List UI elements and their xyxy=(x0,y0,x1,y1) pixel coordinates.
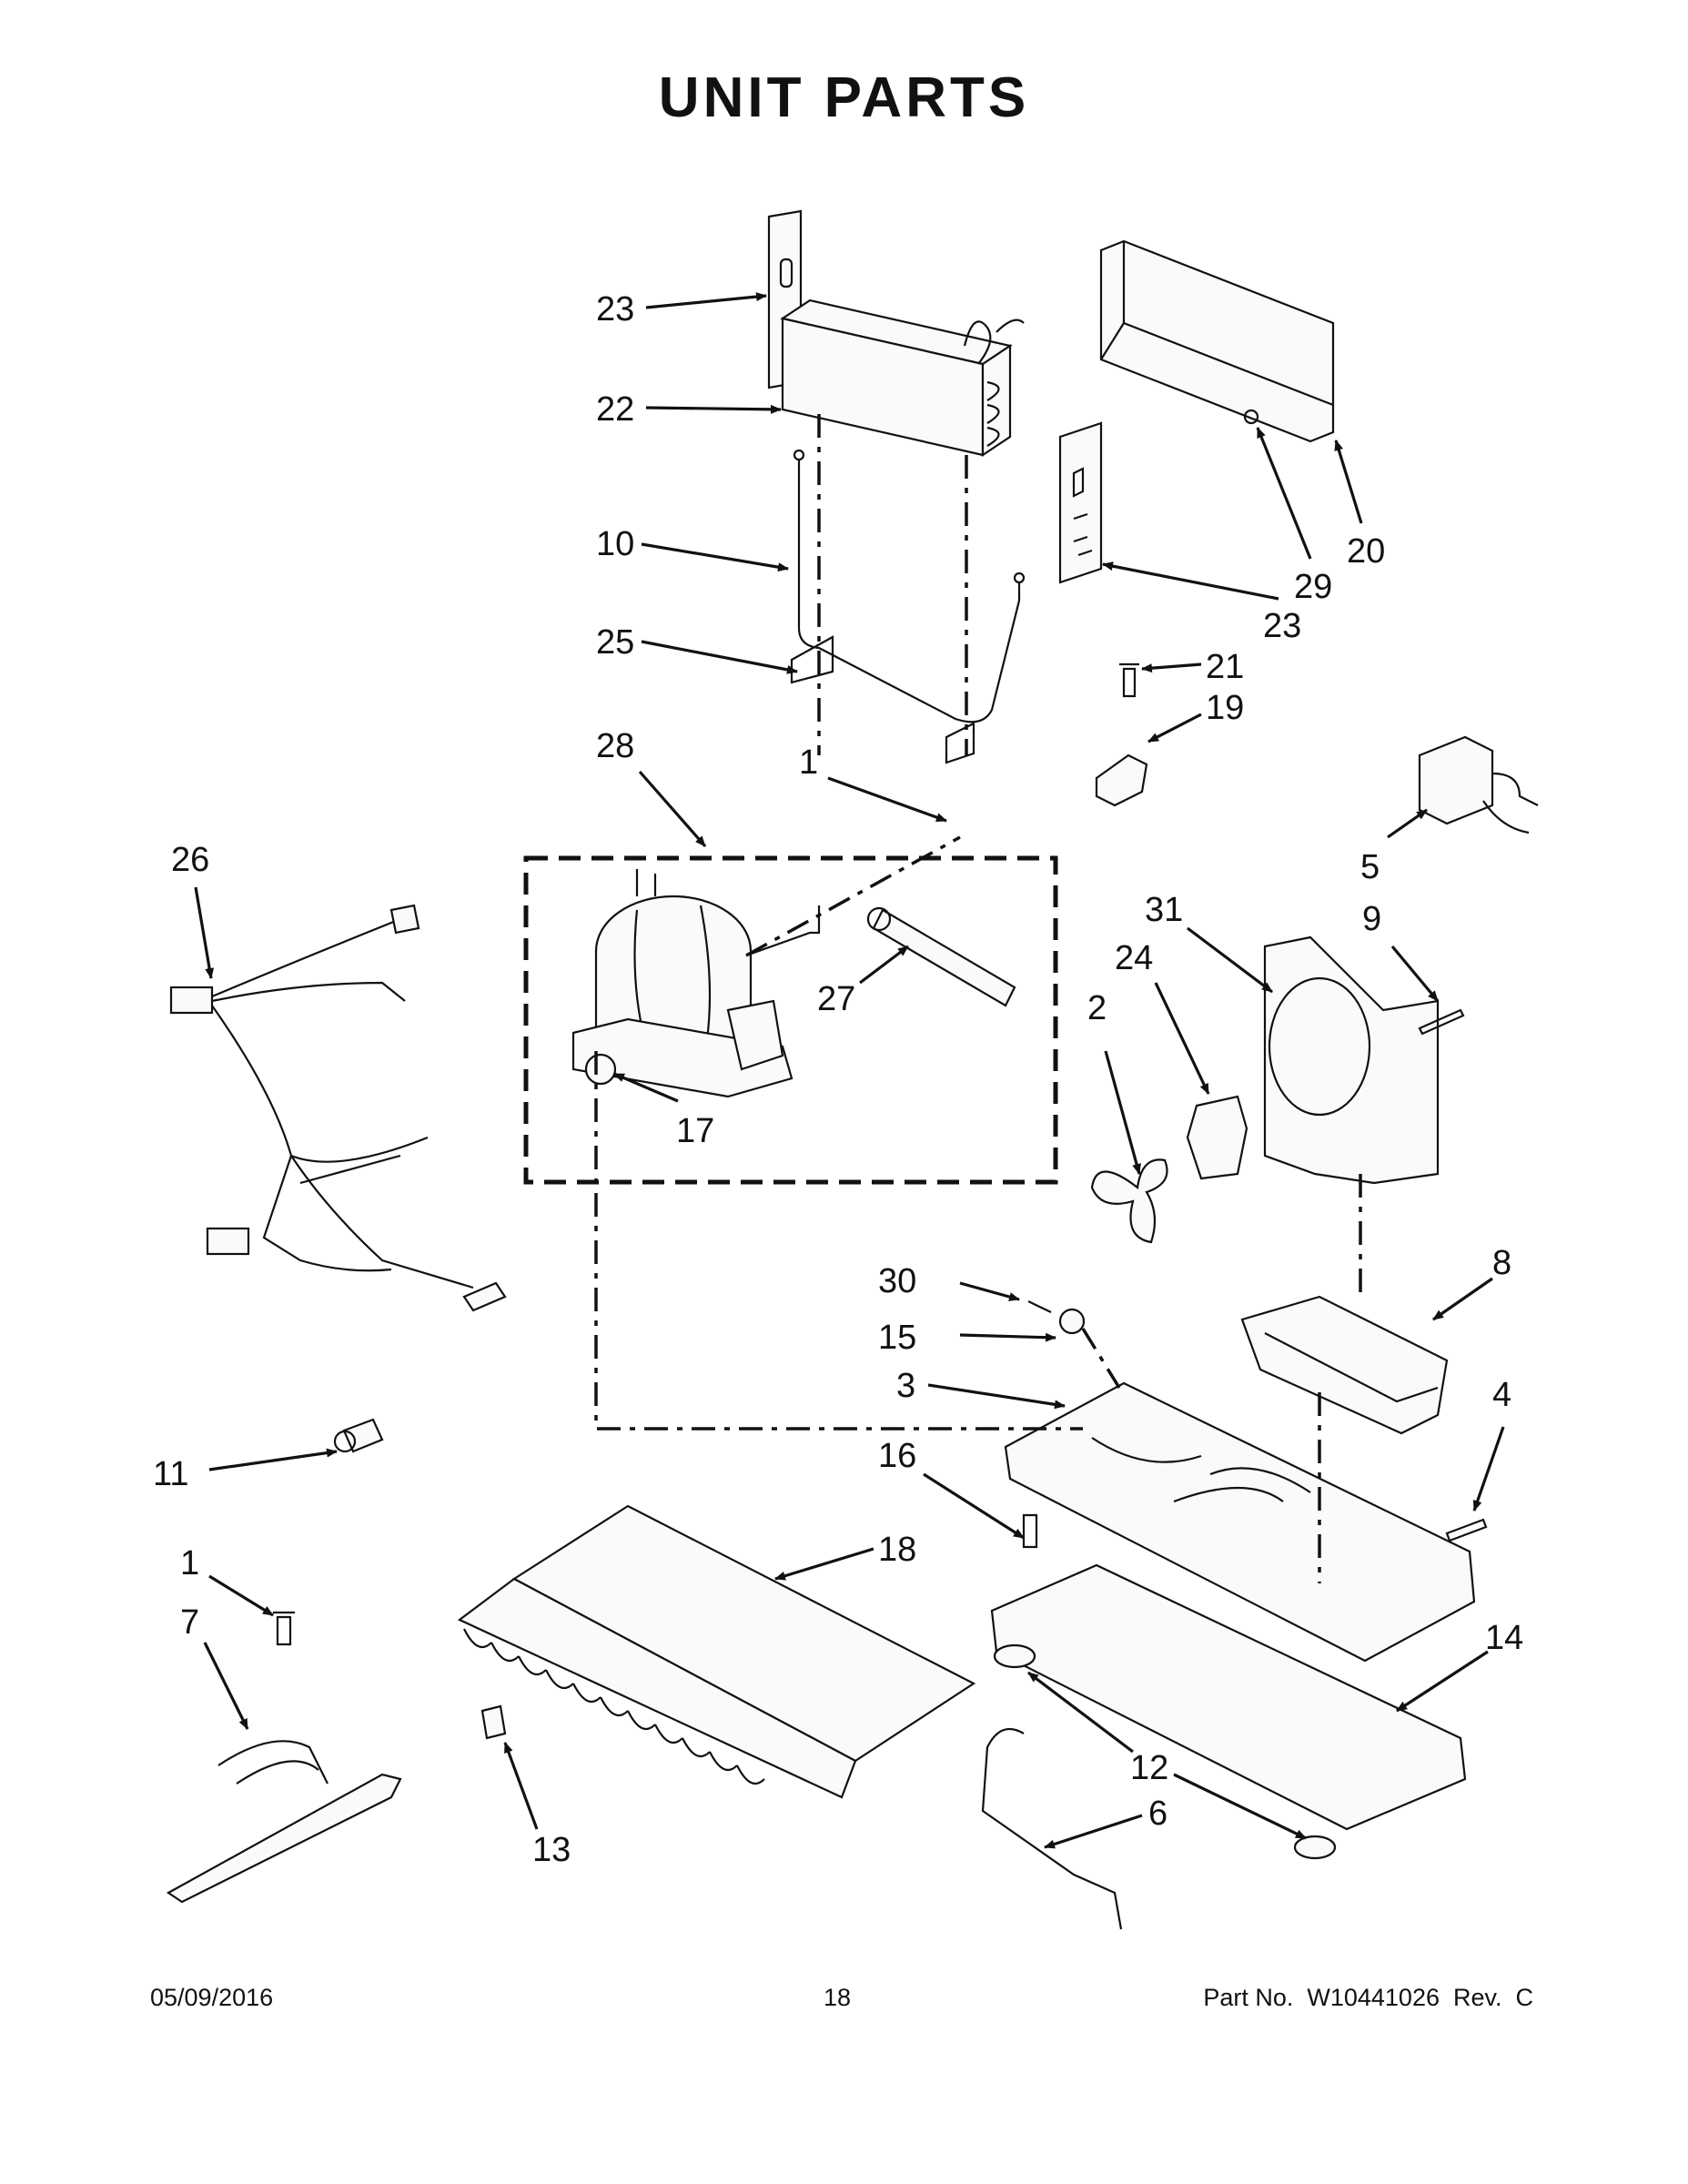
callout-3: 3 xyxy=(896,1367,915,1405)
callout-25: 25 xyxy=(596,623,634,662)
evaporator-bracket-right-drawing xyxy=(1058,421,1103,584)
screw-and-clip-drawing xyxy=(1095,662,1148,807)
defrost-heater-drawing xyxy=(790,449,1026,764)
callout-13: 13 xyxy=(532,1831,571,1869)
callout-23-top: 23 xyxy=(596,290,634,329)
screw-1b-drawing xyxy=(273,1611,295,1646)
callout-leaders xyxy=(194,292,1505,1849)
compressor-assembly-box xyxy=(523,855,1058,1185)
callout-17: 17 xyxy=(676,1112,714,1150)
callout-6: 6 xyxy=(1148,1795,1167,1833)
callout-1-heater: 1 xyxy=(180,1544,199,1582)
callout-26: 26 xyxy=(171,841,209,879)
callout-22: 22 xyxy=(596,390,634,429)
grommet-drawing xyxy=(1027,1300,1086,1335)
page-title: UNIT PARTS xyxy=(658,66,1030,129)
fan-motor-drawing xyxy=(1186,1095,1248,1180)
callout-12: 12 xyxy=(1130,1749,1168,1787)
fan-blade-drawing xyxy=(1090,1158,1168,1244)
screw-4-drawing xyxy=(1445,1518,1488,1542)
callout-28: 28 xyxy=(596,727,634,765)
callout-18: 18 xyxy=(878,1531,916,1569)
filter-drier-drawing xyxy=(866,906,1016,1007)
callout-31: 31 xyxy=(1145,891,1183,929)
screw-9-drawing xyxy=(1418,1008,1465,1036)
callout-29: 29 xyxy=(1294,568,1332,606)
callout-24: 24 xyxy=(1115,939,1153,977)
callout-27: 27 xyxy=(817,980,855,1018)
callout-16: 16 xyxy=(878,1437,916,1475)
start-relay-drawing xyxy=(1418,735,1539,834)
callout-8: 8 xyxy=(1492,1244,1511,1282)
callout-19: 19 xyxy=(1206,689,1244,727)
callout-5: 5 xyxy=(1360,848,1380,886)
callout-11: 11 xyxy=(153,1455,188,1493)
compressor-drawing xyxy=(571,869,821,1098)
footer-part-number: Part No. W10441026 Rev. C xyxy=(1203,1984,1533,2011)
heater-7-drawing xyxy=(166,1740,402,1904)
callout-30: 30 xyxy=(878,1262,916,1300)
evaporator-drawing xyxy=(767,209,1025,458)
callout-23-right: 23 xyxy=(1263,607,1301,645)
callout-labels: 23 22 10 25 20 29 23 21 19 28 1 26 27 17… xyxy=(153,290,1523,1869)
wire-harness-drawing xyxy=(169,904,507,1312)
callout-21: 21 xyxy=(1206,648,1244,686)
callout-14: 14 xyxy=(1485,1619,1523,1657)
callout-2: 2 xyxy=(1087,989,1107,1027)
screw-16-drawing xyxy=(1022,1513,1038,1549)
callout-1-compressor: 1 xyxy=(799,743,818,782)
footer-page-number: 18 xyxy=(824,1984,852,2011)
callout-9: 9 xyxy=(1362,900,1381,938)
condenser-drawing xyxy=(457,1504,976,1799)
fan-shroud-drawing xyxy=(1263,935,1440,1185)
callout-4: 4 xyxy=(1492,1376,1511,1414)
clip-13-drawing xyxy=(480,1704,507,1740)
drain-tube-drawing xyxy=(981,1727,1123,1930)
callout-7: 7 xyxy=(180,1603,199,1642)
callout-20: 20 xyxy=(1347,532,1385,571)
wiring-tray-drawing xyxy=(1240,1295,1449,1435)
footer-date: 05/09/2016 xyxy=(150,1984,274,2011)
machine-compartment-base-drawing xyxy=(1004,1381,1476,1663)
bulb-11-drawing xyxy=(333,1418,384,1453)
callout-15: 15 xyxy=(878,1319,916,1357)
callout-10: 10 xyxy=(596,525,634,563)
foot-12-drawing xyxy=(993,1643,1337,1860)
evaporator-cover-drawing xyxy=(1099,239,1335,443)
